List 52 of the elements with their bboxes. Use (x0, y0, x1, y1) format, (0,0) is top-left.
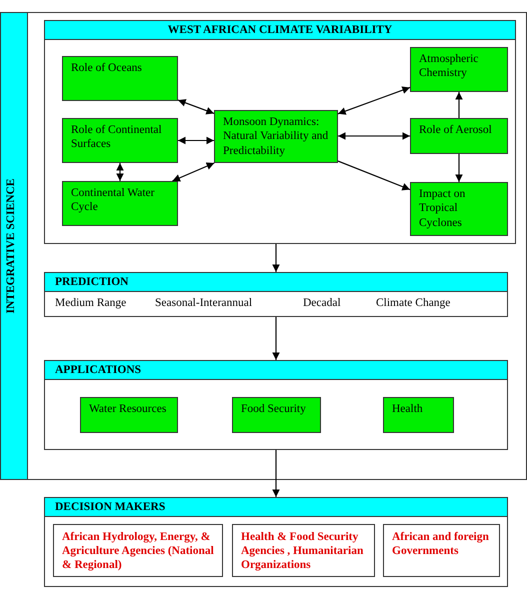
arrow (272, 317, 280, 360)
arrow (272, 244, 280, 272)
section-heading: APPLICATIONS (55, 364, 142, 376)
box-text: Water Resources (89, 402, 168, 416)
prediction-range: Medium Range (55, 297, 126, 309)
box-text: Role of Oceans (71, 61, 143, 76)
agency-box (53, 524, 223, 577)
arrow (178, 99, 214, 114)
arrow (338, 160, 410, 190)
arrow (178, 136, 214, 144)
topic-box (80, 397, 178, 433)
arrow (338, 86, 410, 115)
section-panel (44, 20, 516, 244)
box-text: Health & Food Security Agencies , Humanitarian Organizations (241, 531, 364, 572)
arrow (338, 132, 410, 140)
vertical-heading: INTEGRATIVE SCIENCE (5, 178, 17, 314)
topic-box (62, 181, 178, 226)
arrow (172, 162, 215, 182)
box-text: Atmospheric Chemistry (419, 52, 480, 81)
box-text: Food Security (241, 402, 307, 416)
section-heading: PREDICTION (55, 276, 128, 288)
prediction-range: Decadal (303, 297, 341, 309)
topic-box (410, 118, 508, 154)
topic-box (62, 118, 178, 163)
topic-box (214, 110, 338, 163)
agency-box (383, 524, 500, 577)
section-panel (44, 497, 508, 587)
topic-box (410, 182, 508, 236)
topic-box (232, 397, 321, 433)
box-text: Role of Aerosol (419, 123, 493, 138)
prediction-range: Seasonal-Interannual (155, 297, 252, 309)
topic-box (410, 47, 508, 92)
box-text: Monsoon Dynamics: Natural Variability and Predictability (223, 115, 329, 158)
box-text: Continental Water Cycle (71, 186, 156, 215)
section-heading: DECISION MAKERS (55, 501, 166, 513)
topic-box (383, 397, 454, 433)
section-heading: WEST AFRICAN CLIMATE VARIABILITY (168, 24, 392, 36)
box-text: Impact on Tropical Cyclones (419, 187, 466, 230)
topic-box (62, 56, 178, 101)
arrow (455, 154, 463, 182)
box-text: Health (392, 402, 424, 416)
arrow (272, 450, 280, 497)
section-panel (44, 272, 508, 317)
section-panel (44, 360, 508, 450)
prediction-range: Climate Change (376, 297, 450, 309)
box-text: Role of Continental Surfaces (71, 123, 163, 152)
agency-box (232, 524, 375, 577)
box-text: African Hydrology, Energy, & Agriculture Agencies (National & Regional) (62, 531, 214, 572)
integrative-science-frame (0, 12, 527, 480)
arrow (455, 92, 463, 118)
box-text: African and foreign Governments (392, 531, 490, 559)
arrow (116, 163, 124, 181)
